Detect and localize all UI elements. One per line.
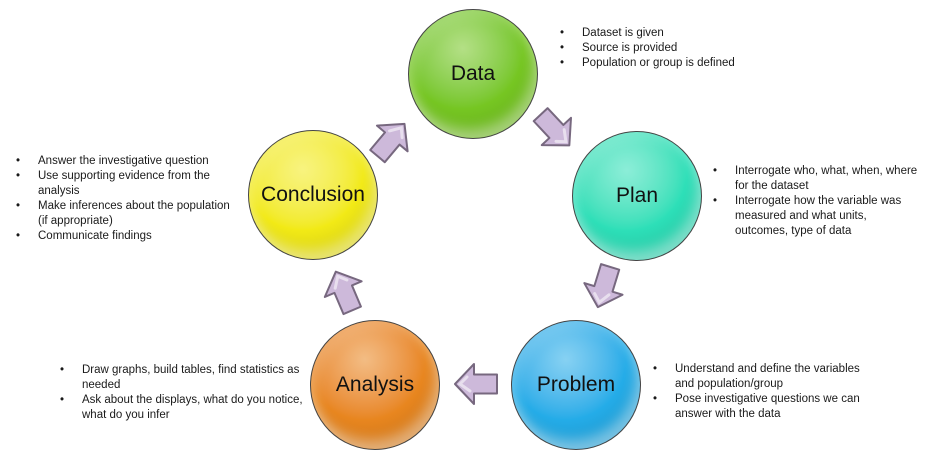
bullet-text: Pose investigative questions we can answ… bbox=[675, 393, 860, 420]
arrow-data-to-plan-icon bbox=[523, 98, 587, 162]
stage-circle-problem: Problem bbox=[511, 320, 641, 450]
bullet-text: Population or group is defined bbox=[582, 57, 735, 69]
bullet-text: Communicate findings bbox=[38, 230, 152, 242]
stage-circle-data: Data bbox=[408, 9, 538, 139]
list-item: Answer the investigative question bbox=[16, 154, 241, 169]
stage-notes-analysis: Draw graphs, build tables, find statisti… bbox=[60, 363, 310, 423]
list-item: Communicate findings bbox=[16, 229, 241, 244]
stage-notes-problem: Understand and define the variables and … bbox=[653, 362, 875, 422]
bullet-text: Use supporting evidence from the analysi… bbox=[38, 170, 210, 197]
arrow-plan-to-problem-icon bbox=[576, 259, 632, 316]
list-item: Make inferences about the population (if… bbox=[16, 199, 241, 229]
list-item: Source is provided bbox=[560, 41, 830, 56]
arrow-conclusion-to-data-icon bbox=[359, 108, 422, 172]
bullet-text: Draw graphs, build tables, find statisti… bbox=[82, 364, 300, 391]
bullet-text: Source is provided bbox=[582, 42, 678, 54]
stage-notes-conclusion: Answer the investigative question Use su… bbox=[16, 154, 241, 244]
list-item: Interrogate who, what, when, where for t… bbox=[713, 164, 921, 194]
list-item: Population or group is defined bbox=[560, 56, 830, 71]
bullet-text: Ask about the displays, what do you noti… bbox=[82, 394, 303, 421]
stage-label-plan: Plan bbox=[615, 184, 659, 207]
list-item: Dataset is given bbox=[560, 26, 830, 41]
stage-circle-conclusion: Conclusion bbox=[248, 130, 378, 260]
list-item: Draw graphs, build tables, find statisti… bbox=[60, 363, 310, 393]
bullet-text: Dataset is given bbox=[582, 27, 664, 39]
stage-circle-plan: Plan bbox=[572, 131, 702, 261]
arrow-problem-to-analysis-icon bbox=[453, 362, 499, 406]
stage-notes-plan: Interrogate who, what, when, where for t… bbox=[713, 164, 921, 239]
arrow-analysis-to-conclusion-icon bbox=[315, 261, 373, 321]
bullet-text: Answer the investigative question bbox=[38, 155, 209, 167]
stage-notes-data: Dataset is given Source is provided Popu… bbox=[560, 26, 830, 71]
list-item: Interrogate how the variable was measure… bbox=[713, 194, 921, 239]
list-item: Understand and define the variables and … bbox=[653, 362, 875, 392]
stage-circle-analysis: Analysis bbox=[310, 320, 440, 450]
bullet-text: Understand and define the variables and … bbox=[675, 363, 860, 390]
list-item: Ask about the displays, what do you noti… bbox=[60, 393, 310, 423]
list-item: Use supporting evidence from the analysi… bbox=[16, 169, 241, 199]
bullet-text: Interrogate who, what, when, where for t… bbox=[735, 165, 918, 192]
stage-label-analysis: Analysis bbox=[335, 373, 415, 396]
stage-label-problem: Problem bbox=[536, 373, 616, 396]
stage-label-conclusion: Conclusion bbox=[261, 183, 365, 206]
bullet-text: Interrogate how the variable was measure… bbox=[735, 195, 902, 237]
stage-label-data: Data bbox=[450, 62, 496, 85]
bullet-text: Make inferences about the population (if… bbox=[38, 200, 230, 227]
list-item: Pose investigative questions we can answ… bbox=[653, 392, 875, 422]
